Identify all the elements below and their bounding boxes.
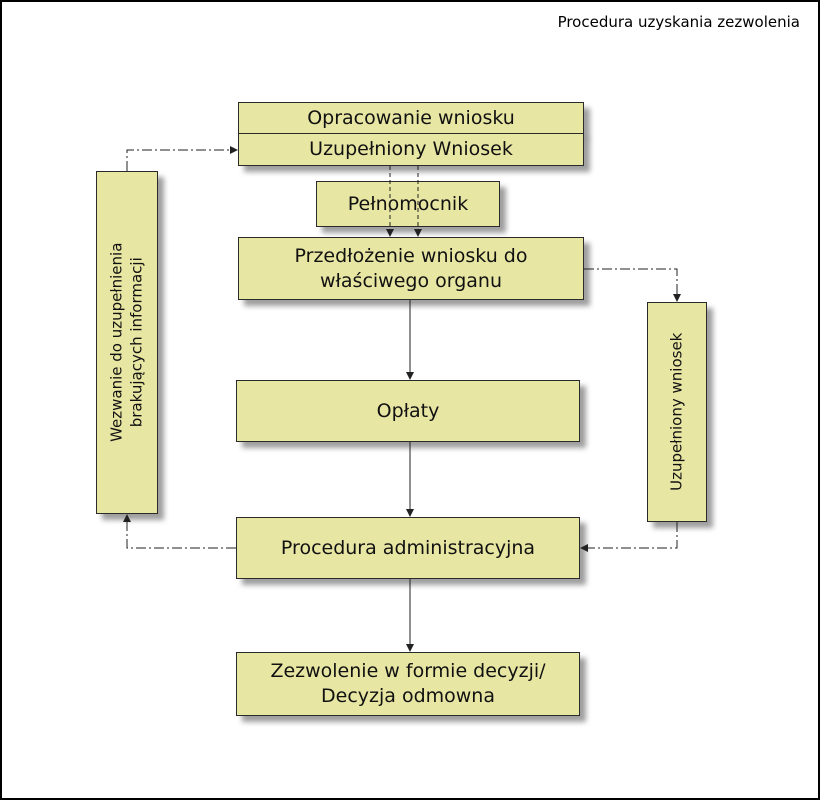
box-wezwanie: Wezwanie do uzupełnienia brakujących inf… — [96, 171, 158, 514]
box-pelnomocnik: Pełnomocnik — [316, 181, 500, 227]
arrow-wezwanie-to-wniosek — [126, 146, 238, 171]
box-przedlozenie: Przedłożenie wniosku do właściwego organ… — [238, 237, 584, 300]
box-oplaty: Opłaty — [236, 380, 580, 442]
diagram-title: Procedura uzyskania zezwolenia — [557, 13, 800, 31]
box-procedura-administracyjna: Procedura administracyjna — [236, 517, 580, 579]
box-label: Procedura administracyjna — [280, 536, 536, 559]
box-uzupelniony-wniosek-side: Uzupełniony wniosek — [647, 302, 707, 522]
box-label: Zezwolenie w formie decyzji/ Decyzja odm… — [270, 660, 546, 707]
box-uzupelniony-wniosek-top: Uzupełniony Wniosek — [238, 133, 584, 166]
box-label: Opracowanie wniosku — [307, 106, 515, 129]
arrow-side-wniosek-to-procedura — [580, 522, 678, 552]
box-label: Uzupełniony Wniosek — [309, 138, 513, 161]
box-label: Opłaty — [376, 399, 440, 422]
box-label: Pełnomocnik — [347, 192, 469, 215]
box-label: Przedłożenie wniosku do właściwego organ… — [294, 244, 528, 292]
arrow-procedura-to-wezwanie — [123, 514, 236, 549]
arrow-przedlozenie-to-side-wniosek — [584, 268, 681, 302]
box-zezwolenie: Zezwolenie w formie decyzji/ Decyzja odm… — [236, 652, 580, 716]
